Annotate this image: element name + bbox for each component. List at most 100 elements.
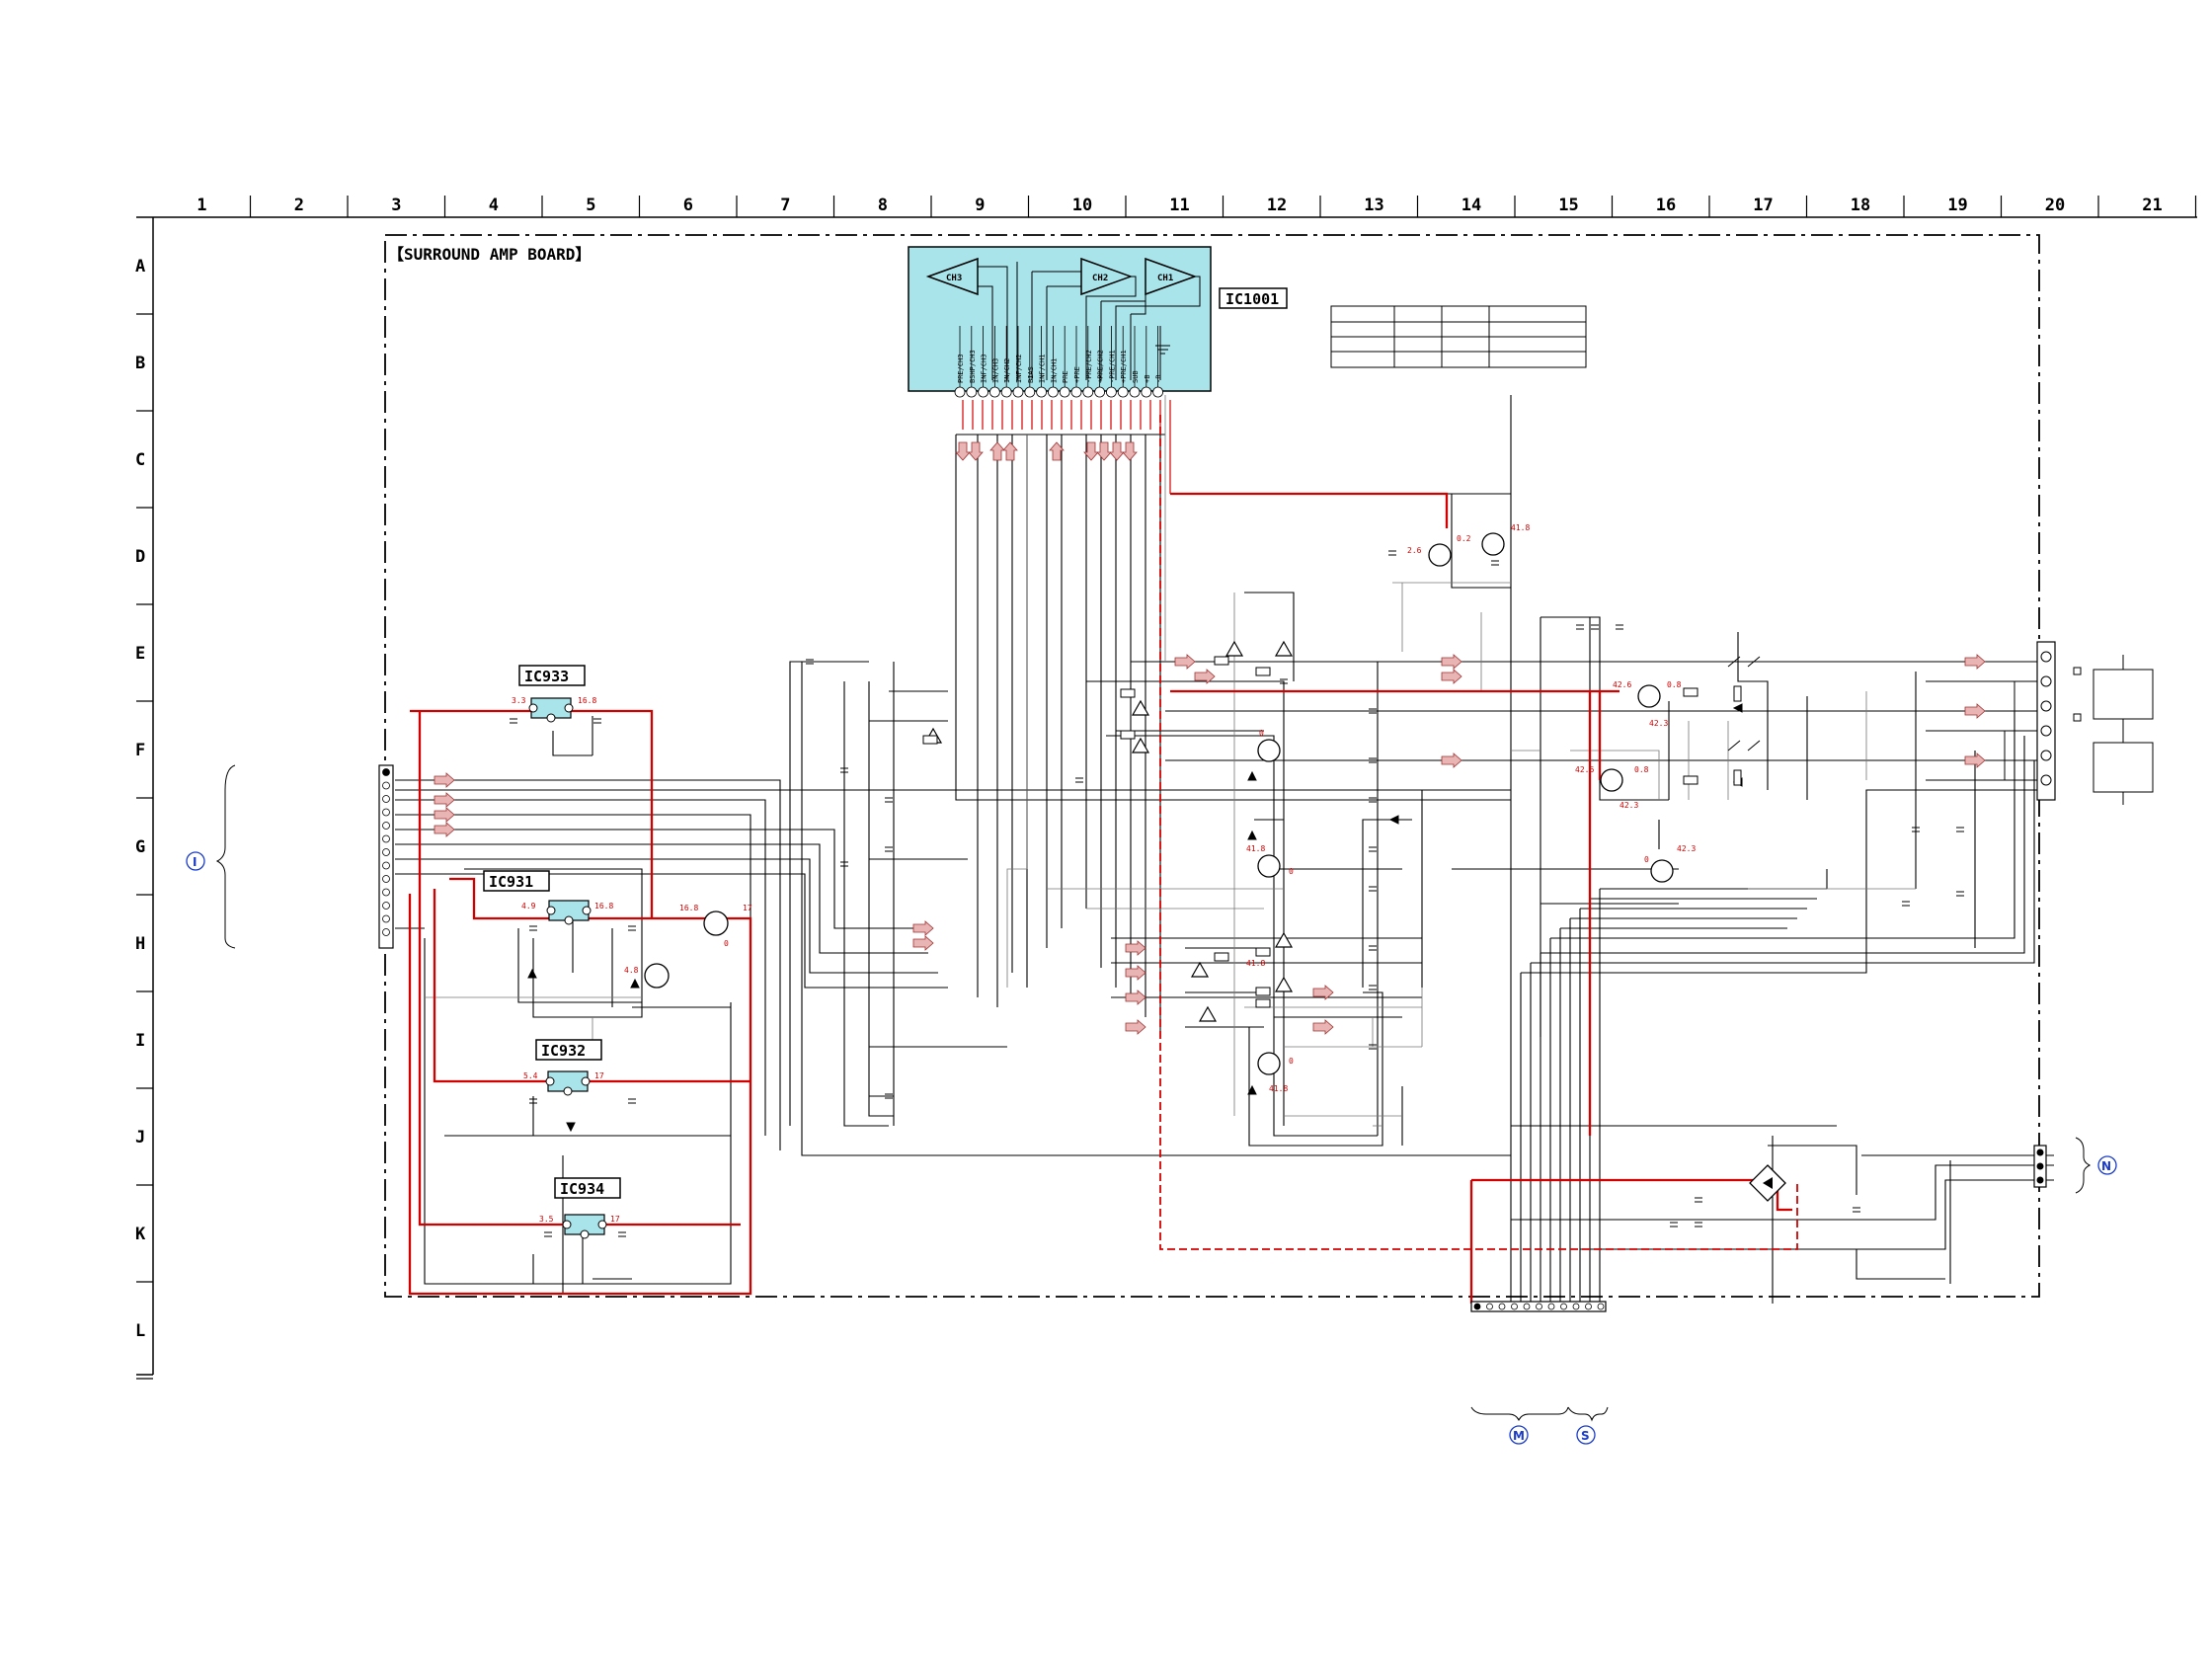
red-dashed-rail — [1159, 415, 1798, 1250]
ic931-vin: 4.9 — [521, 902, 536, 911]
signal-arrows — [434, 441, 1986, 1035]
ic1001-label-box — [1219, 287, 1288, 309]
resistor — [922, 735, 938, 745]
volt-q-e16-a: 42.6 — [1613, 680, 1631, 689]
warning-icon — [1190, 961, 1210, 978]
signal-arrow-icon — [1441, 654, 1462, 670]
row-label: B — [135, 354, 145, 373]
volt-q-i12-a: 0 — [1289, 1057, 1294, 1066]
transistors — [644, 532, 1674, 1075]
column-ticks — [249, 196, 2197, 217]
row-label: F — [135, 741, 145, 760]
ic932-label: IC932 — [541, 1042, 586, 1060]
passive-components — [510, 550, 1964, 1237]
column-label: 15 — [1558, 196, 1578, 215]
connector-m-s-pin — [1560, 1303, 1567, 1310]
row-ticks — [136, 313, 153, 1380]
connector-i-pin — [382, 914, 390, 923]
signal-arrow-icon — [434, 807, 455, 823]
ic933-vin: 3.3 — [512, 696, 526, 705]
warning-icon — [1274, 640, 1294, 657]
warning-icon — [1224, 640, 1244, 657]
row-label: A — [135, 257, 145, 277]
connector-m-s-pin — [1547, 1303, 1555, 1310]
signal-arrow-icon — [1002, 441, 1018, 461]
connector-n: N — [2033, 1137, 2117, 1194]
ic1001-pin-label: +PRE/CH2 — [1097, 350, 1105, 383]
voltage-annotations: 2.6 0.2 41.8 16.8 17 0 4.8 0 41.8 42.6 0… — [624, 523, 1696, 1093]
ic1001-pin — [1036, 386, 1047, 398]
ic1001-pin-label: IN/CH3 — [991, 358, 999, 383]
ic1001-pin — [1048, 386, 1059, 398]
ic932-label-box — [535, 1039, 602, 1061]
row-label: J — [135, 1128, 145, 1148]
warning-icon — [1198, 1005, 1218, 1022]
warning-icon — [1274, 931, 1294, 948]
ic1001-pin-label: -B — [1155, 375, 1163, 383]
volt-q-d-left: 2.6 — [1407, 546, 1422, 555]
resistor — [1683, 775, 1698, 785]
connector-m-s-pin — [1572, 1303, 1580, 1310]
ic1001-label: IC1001 — [1225, 290, 1279, 308]
bridge-rectifier — [1749, 1164, 1786, 1202]
volt-q-e16-b: 0.8 — [1667, 680, 1682, 689]
speaker-block-lower — [2093, 742, 2154, 793]
volt-q-f16-b: 0.8 — [1634, 765, 1649, 774]
connector-i-pin — [382, 861, 390, 870]
column-label: 3 — [391, 196, 401, 215]
resistor — [1255, 667, 1271, 676]
volt-q-f-bot: 41.8 — [1246, 844, 1265, 853]
ic1001-pin-label: +PRE — [1073, 366, 1081, 383]
transistor-q-d-left — [1428, 543, 1452, 567]
ic1001-pin — [1012, 386, 1024, 398]
column-label: 18 — [1851, 196, 1870, 215]
ic932-vout: 17 — [594, 1071, 604, 1080]
connector-i-pin — [382, 848, 390, 856]
column-label: 6 — [683, 196, 693, 215]
connector-m-letter: M — [1513, 1429, 1525, 1443]
diode-icon — [527, 968, 537, 979]
ic934-block: IC934 3.5 17 — [539, 1177, 621, 1239]
ic1001-pin-label: BIAS — [1027, 366, 1035, 383]
volt-q-f16-a: 42.6 — [1575, 765, 1594, 774]
ic933-label-box — [518, 665, 586, 686]
transistor-q-h — [644, 963, 670, 989]
ic1001-pin — [1152, 386, 1163, 398]
row-label: H — [135, 934, 145, 954]
connector-i-pin — [382, 795, 390, 803]
ic1001-pin-label: +B — [1144, 375, 1151, 383]
signal-arrow-icon — [1964, 752, 1986, 768]
info-table — [1330, 305, 1587, 368]
connector-m-marker — [1509, 1425, 1529, 1445]
volt-reg-g-in: 16.8 — [679, 904, 698, 912]
ic1001-pin — [1059, 386, 1070, 398]
ic934-vout: 17 — [610, 1215, 620, 1224]
ic1001-pin — [1082, 386, 1094, 398]
speaker-connector — [2004, 641, 2154, 805]
signal-arrow-icon — [1096, 441, 1112, 461]
volt-q-d-mid: 0.2 — [1457, 534, 1471, 543]
ic932-vin: 5.4 — [523, 1071, 538, 1080]
ic934-vin: 3.5 — [539, 1215, 554, 1224]
connector-i-pin — [382, 888, 390, 897]
signal-arrow-icon — [1122, 441, 1138, 461]
signal-arrow-icon — [1125, 940, 1146, 956]
signal-arrow-icon — [1125, 990, 1146, 1005]
volt-q-g12-b: 0 — [1289, 867, 1294, 876]
ic933-vout: 16.8 — [578, 696, 596, 705]
connector-s-marker — [1576, 1425, 1596, 1445]
column-label: 4 — [489, 196, 499, 215]
grid-frame — [136, 216, 2197, 1376]
connector-n-letter: N — [2101, 1159, 2111, 1173]
connector-m-s-pin — [1511, 1303, 1518, 1310]
signal-arrow-icon — [1109, 441, 1125, 461]
connector-m-brace — [1470, 1406, 1569, 1422]
ic1001-pin — [1117, 386, 1129, 398]
ic1001-pin-label: INF/CH2 — [1015, 354, 1023, 383]
resistor — [1214, 656, 1229, 666]
ic1001-pin — [966, 386, 978, 398]
ic931-block: IC931 4.9 16.8 — [483, 870, 613, 925]
column-label: 20 — [2045, 196, 2065, 215]
ic1001-body — [908, 246, 1212, 392]
ic1001-pin-label: +PRE/CH1 — [1120, 350, 1128, 383]
